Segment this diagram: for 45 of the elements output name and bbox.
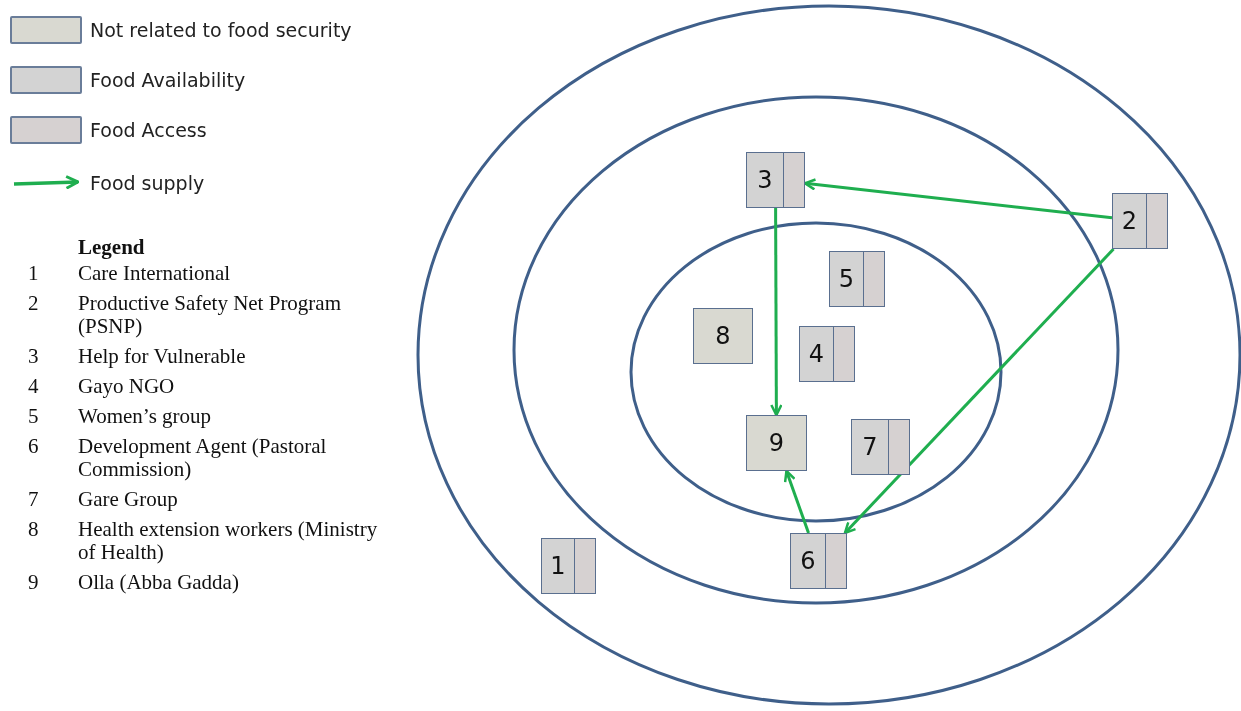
- arrow: [803, 178, 1113, 220]
- item-name: Health extension workers (Ministry of Health): [78, 518, 378, 564]
- item-name: Women’s group: [78, 405, 213, 428]
- actor-box: [851, 419, 910, 475]
- node-number: 8: [715, 324, 731, 348]
- actor-box: [693, 308, 753, 364]
- actor-box: [746, 152, 805, 208]
- actor-box: [829, 251, 885, 307]
- item-number: 5: [28, 405, 40, 428]
- item-name: Gayo NGO: [78, 375, 176, 398]
- item-number: 9: [28, 571, 40, 594]
- node-number: 6: [800, 549, 816, 573]
- node-number: 7: [862, 435, 878, 459]
- item-name: Care International: [78, 262, 232, 285]
- legend-text: Food Access: [90, 119, 207, 141]
- arrow: [770, 208, 783, 417]
- legend-heading: Legend: [78, 234, 146, 261]
- arrow: [843, 247, 1115, 535]
- legend-text: Food Availability: [90, 69, 246, 91]
- node-number: 9: [768, 431, 785, 455]
- actor-box: [541, 538, 596, 594]
- arrow: [783, 469, 810, 534]
- item-number: 1: [28, 262, 40, 285]
- item-number: 3: [28, 345, 40, 368]
- node-number: 3: [757, 168, 773, 192]
- node-number: 1: [550, 554, 566, 578]
- node-number: 2: [1121, 209, 1138, 233]
- item-name: Help for Vulnerable: [78, 345, 247, 368]
- item-name: Olla (Abba Gadda): [78, 571, 240, 594]
- legend-text: Food supply: [90, 172, 205, 194]
- item-name: Productive Safety Net Program (PSNP): [78, 292, 343, 338]
- actor-box: [1112, 193, 1168, 249]
- actor-box: [746, 415, 807, 471]
- item-number: 7: [28, 488, 40, 511]
- item-name: Gare Group: [78, 488, 179, 511]
- actor-box: [799, 326, 855, 382]
- item-number: 6: [28, 435, 40, 460]
- legend-text: Not related to food security: [90, 19, 352, 41]
- node-number: 5: [838, 267, 855, 291]
- item-number: 8: [28, 518, 40, 543]
- item-number: 4: [28, 375, 40, 398]
- actor-box: [790, 533, 847, 589]
- item-name: Development Agent (Pastoral Commission): [78, 435, 328, 481]
- node-number: 4: [808, 342, 825, 366]
- item-number: 2: [28, 292, 40, 317]
